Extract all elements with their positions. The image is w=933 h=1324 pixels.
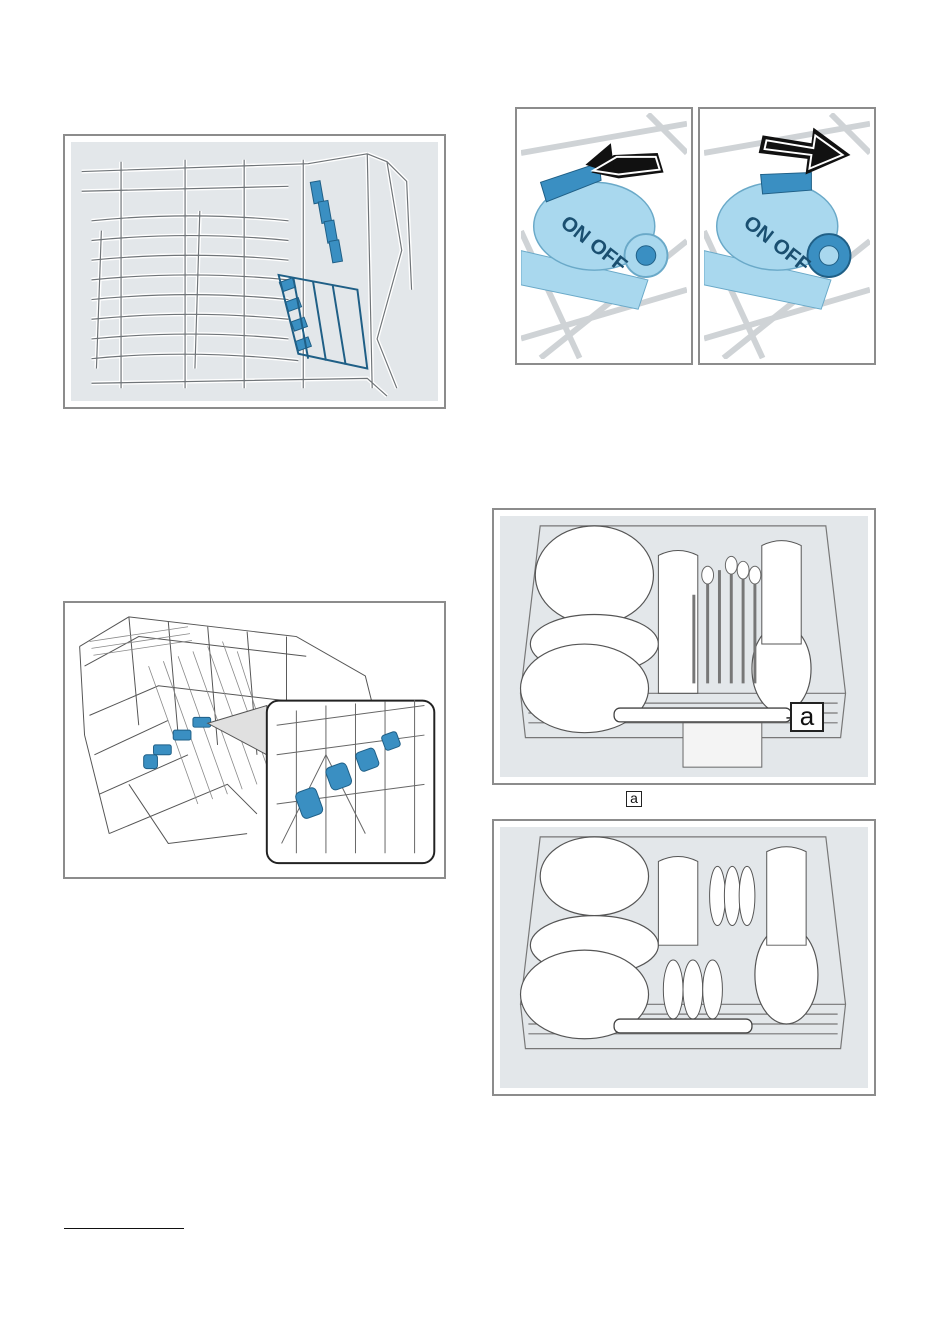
figure-loaded-with-basket: [492, 508, 876, 785]
switch-on-illustration: ON OFF: [521, 113, 687, 359]
figure-loaded-with-basket-panel: [500, 516, 868, 777]
figure-rack-tines: [63, 134, 446, 409]
figure-loaded-without-basket: [492, 819, 876, 1096]
loaded-rack-basket-illustration: [500, 516, 868, 777]
figure-rack-clip-detail-panel: [69, 607, 440, 873]
switch-off-illustration: ON OFF: [704, 113, 870, 359]
figure-switch-off: ON OFF: [698, 107, 876, 365]
rack-tines-illustration: [71, 142, 438, 401]
legend-callout-a: a: [626, 791, 642, 807]
callout-a: a: [790, 702, 824, 732]
loaded-rack-illustration: [500, 827, 868, 1088]
footnote-rule: [64, 1228, 184, 1229]
figure-loaded-without-basket-panel: [500, 827, 868, 1088]
figure-switch-off-panel: ON OFF: [704, 113, 870, 359]
figure-switch-on: ON OFF: [515, 107, 693, 365]
figure-rack-clip-detail: [63, 601, 446, 879]
figure-rack-tines-panel: [71, 142, 438, 401]
figure-switch-on-panel: ON OFF: [521, 113, 687, 359]
rack-clip-illustration: [69, 607, 440, 873]
